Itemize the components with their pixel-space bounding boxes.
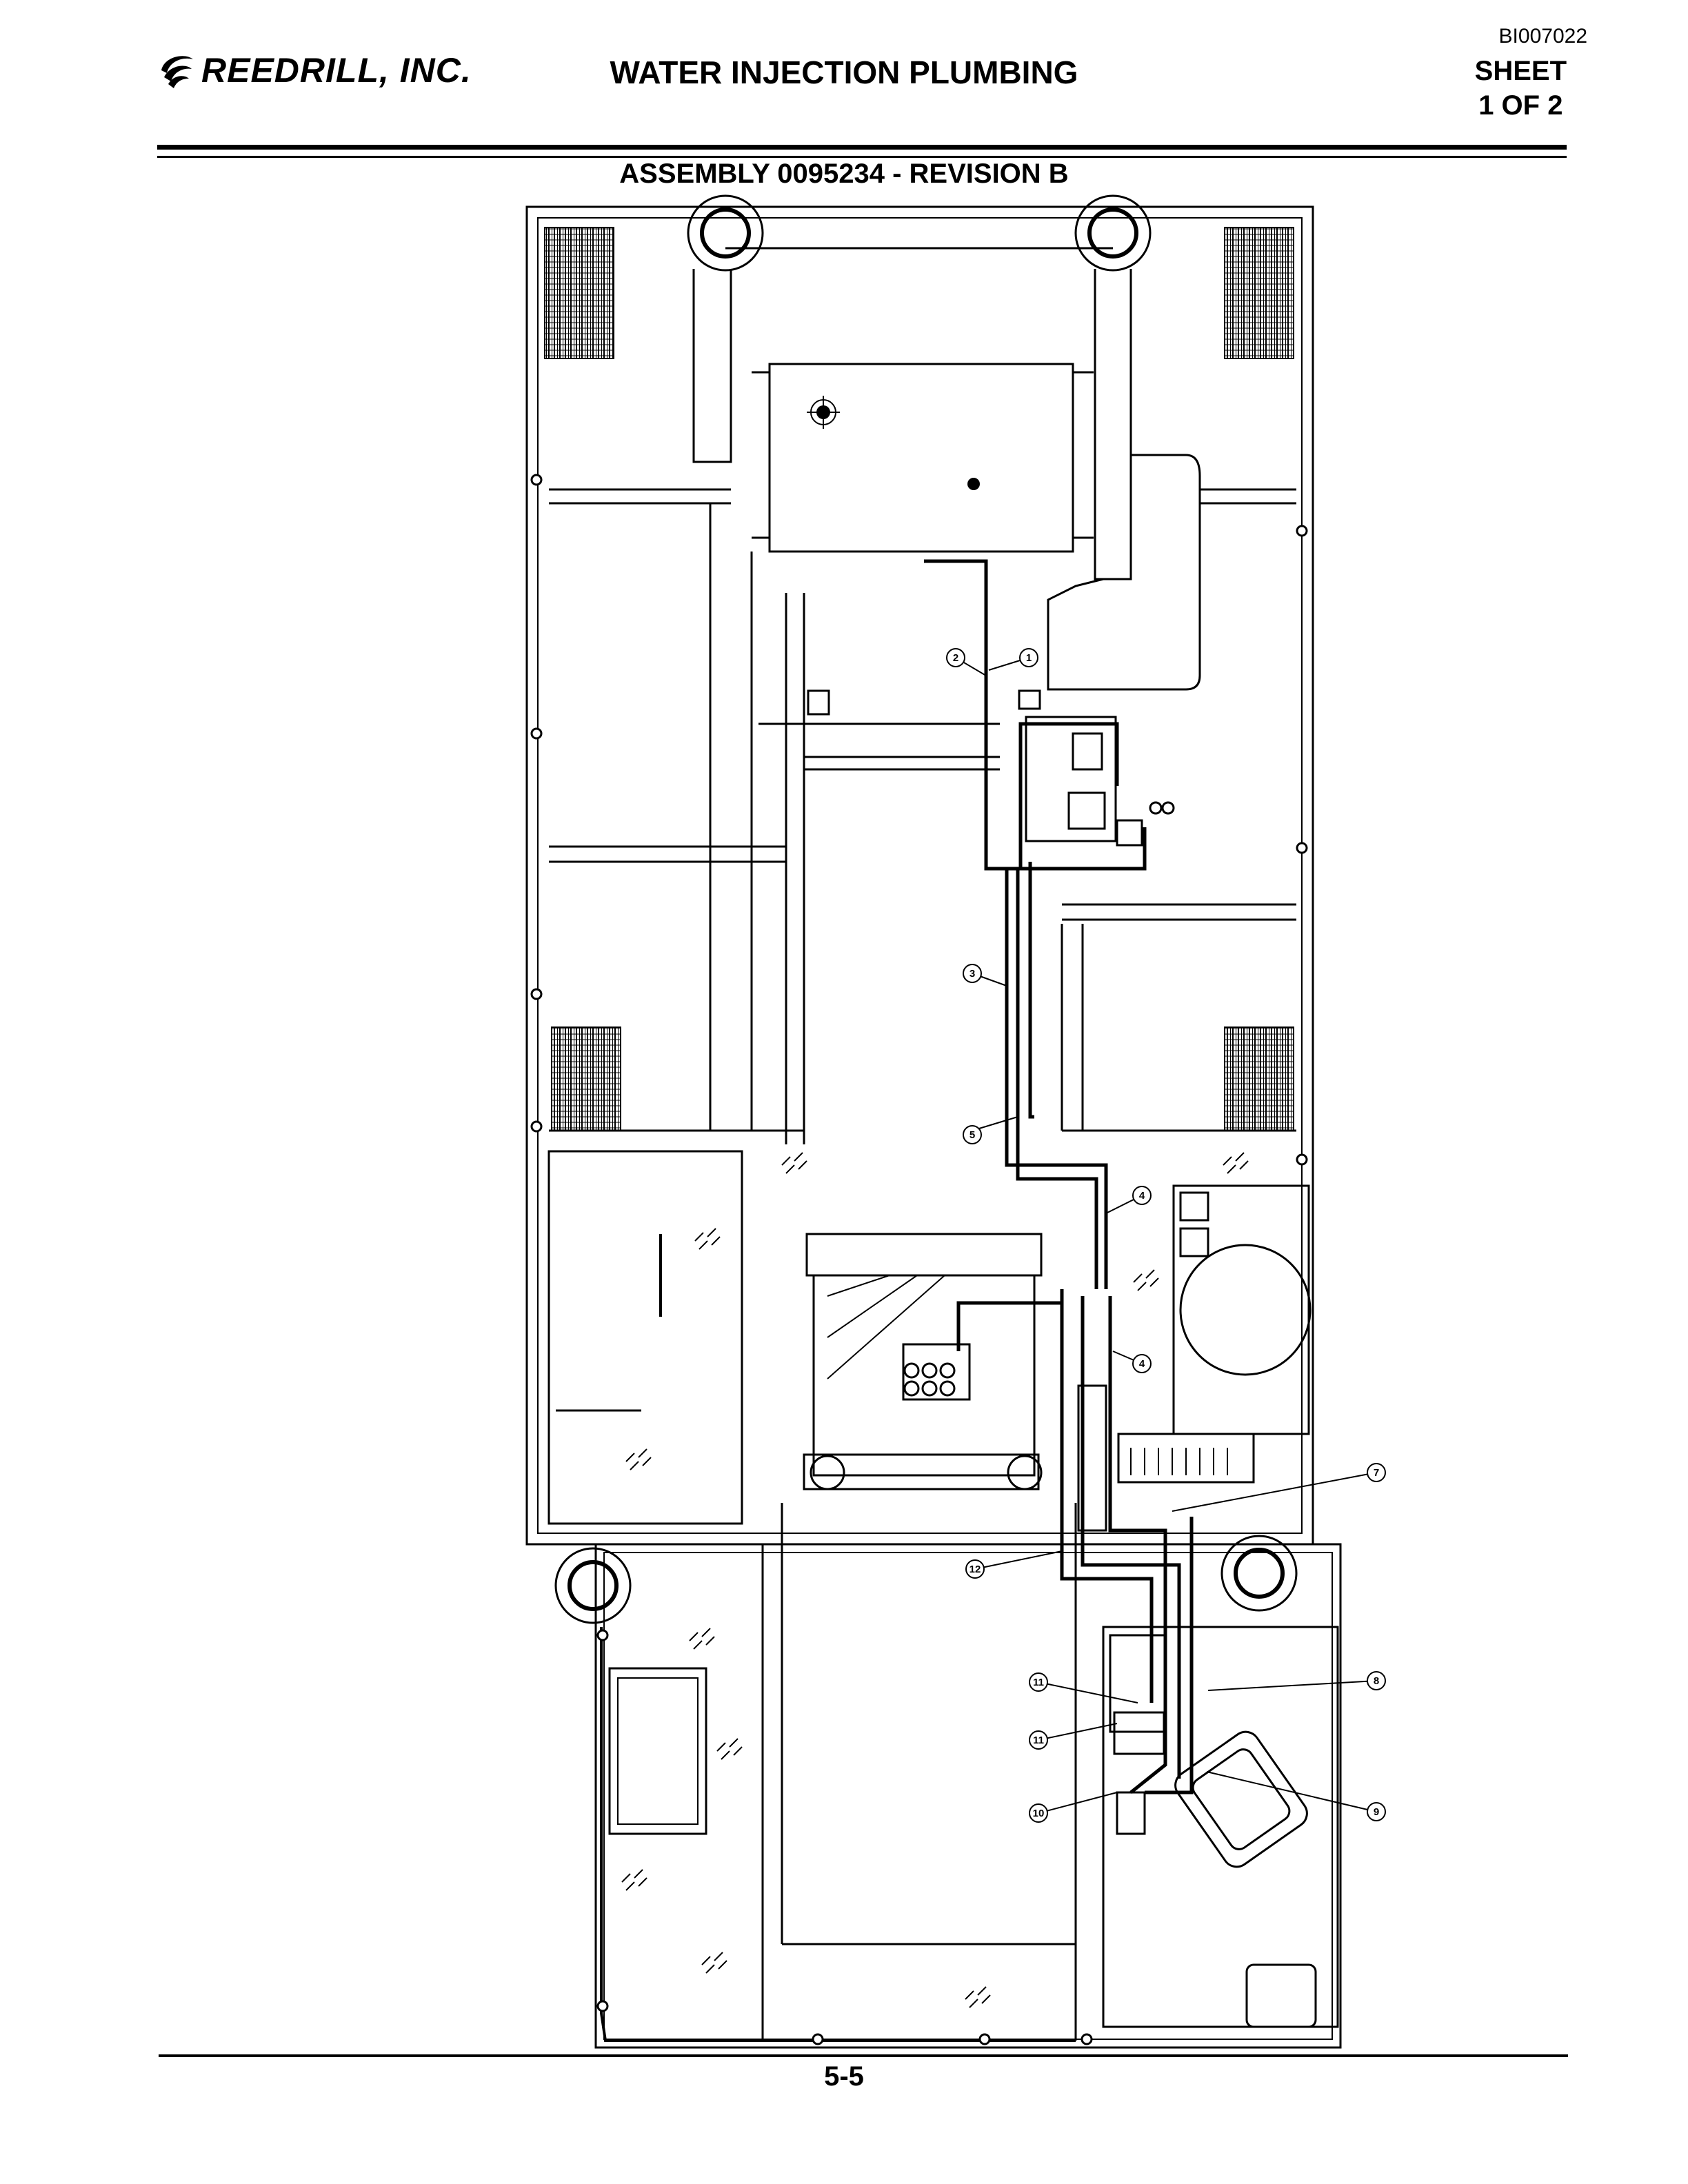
grate-mid-left	[551, 1027, 621, 1131]
assembly-title: ASSEMBLY 0095234 - REVISION B	[619, 159, 1069, 189]
lower-deck-outline	[594, 1543, 1342, 2049]
cab-seat-rear	[1245, 1963, 1317, 2028]
valve-bank	[1117, 1433, 1255, 1484]
grate-mid-right	[1224, 1027, 1294, 1131]
callout-11b: 11	[1029, 1730, 1048, 1750]
water-line-5	[1016, 869, 1098, 1289]
anti-slip-marks	[621, 1152, 1249, 2008]
pressure-switch	[1116, 1791, 1146, 1835]
flange-top-left	[687, 194, 764, 272]
svg-text:4: 4	[1139, 1358, 1145, 1370]
frame-inner-outline	[537, 217, 1303, 1534]
fan-housing	[1179, 1244, 1312, 1376]
grate-upper-right	[1224, 227, 1294, 359]
svg-text:12: 12	[969, 1564, 981, 1575]
water-line-1	[924, 559, 1014, 871]
company-logo: REEDRILL, INC.	[157, 50, 472, 91]
operator-seat	[1174, 1730, 1308, 1868]
vent-plug-icon	[967, 478, 980, 490]
housing-right	[1047, 454, 1201, 691]
svg-text:5: 5	[969, 1129, 975, 1141]
water-line-6	[1081, 1296, 1181, 1779]
conduit-perimeter	[600, 1627, 1076, 2042]
sheet-number: 1 OF 2	[1478, 90, 1563, 121]
water-line-2	[1018, 722, 1119, 869]
callout-4b: 4	[1132, 1354, 1152, 1373]
control-cabinet	[1172, 1184, 1310, 1435]
sheet-indicator: SHEET 1 OF 2	[1475, 54, 1567, 123]
svg-text:1: 1	[1026, 652, 1032, 664]
svg-text:4: 4	[1139, 1190, 1145, 1202]
bracket-1	[807, 689, 830, 716]
svg-text:8: 8	[1374, 1675, 1379, 1687]
duct-right	[1094, 269, 1132, 580]
flange-lower-right	[1220, 1535, 1298, 1612]
callout-10: 10	[1029, 1803, 1048, 1823]
callouts: 1 2 3 5 4 4 7 12 8 9 11 11 10	[946, 648, 1386, 1823]
callout-12: 12	[965, 1559, 985, 1579]
company-name: REEDRILL, INC.	[201, 51, 472, 90]
svg-text:7: 7	[1374, 1467, 1379, 1479]
grate-upper-left	[544, 227, 614, 359]
flange-lower-left	[554, 1547, 632, 1624]
callout-11a: 11	[1029, 1672, 1048, 1692]
svg-text:11: 11	[1033, 1735, 1044, 1746]
page-title: WATER INJECTION PLUMBING	[610, 54, 1078, 90]
water-manifold	[902, 1343, 971, 1401]
water-line-manifold	[956, 1301, 1062, 1351]
tank-box	[768, 363, 1074, 553]
svg-text:9: 9	[1374, 1806, 1379, 1818]
water-lines	[924, 559, 1194, 1794]
engine-frame-top	[805, 1233, 1043, 1277]
callout-1: 1	[1019, 648, 1038, 667]
svg-text:3: 3	[969, 968, 975, 980]
callout-7: 7	[1367, 1463, 1386, 1482]
hose-reel-bracket	[1077, 1384, 1107, 1532]
sheet-label: SHEET	[1474, 56, 1567, 86]
water-line-12	[1060, 1289, 1154, 1703]
water-line-3	[1005, 869, 1108, 1289]
water-line-branch	[1028, 862, 1034, 1119]
svg-text:11: 11	[1033, 1677, 1044, 1688]
footer-rule	[159, 2054, 1568, 2057]
svg-text:2: 2	[953, 652, 958, 664]
water-line-supply	[986, 827, 1147, 871]
bracket-2	[1018, 689, 1041, 710]
cab-panel-left	[547, 1150, 743, 1525]
water-line-9	[1145, 1517, 1194, 1794]
reedrill-logo-icon	[161, 56, 193, 88]
lower-panel-left	[608, 1667, 707, 1835]
operator-cab	[1102, 1626, 1339, 2028]
callout-4a: 4	[1132, 1186, 1152, 1205]
header-rule-thin	[157, 156, 1567, 158]
callout-5: 5	[963, 1125, 982, 1144]
svg-text:10: 10	[1033, 1808, 1045, 1819]
document-id: BI007022	[1498, 25, 1587, 48]
water-pump	[1113, 1711, 1165, 1755]
header-rule-thick	[157, 145, 1567, 150]
page-number: 5-5	[824, 2061, 864, 2092]
bleed-valve	[1149, 801, 1163, 815]
callout-8: 8	[1367, 1671, 1386, 1690]
callout-9: 9	[1367, 1802, 1386, 1821]
callout-3: 3	[963, 964, 982, 983]
callout-2: 2	[946, 648, 965, 667]
duct-left	[692, 269, 732, 463]
water-line-4	[1108, 1296, 1167, 1794]
flange-top-right	[1074, 194, 1152, 272]
engine-crossbar	[803, 1453, 1040, 1490]
